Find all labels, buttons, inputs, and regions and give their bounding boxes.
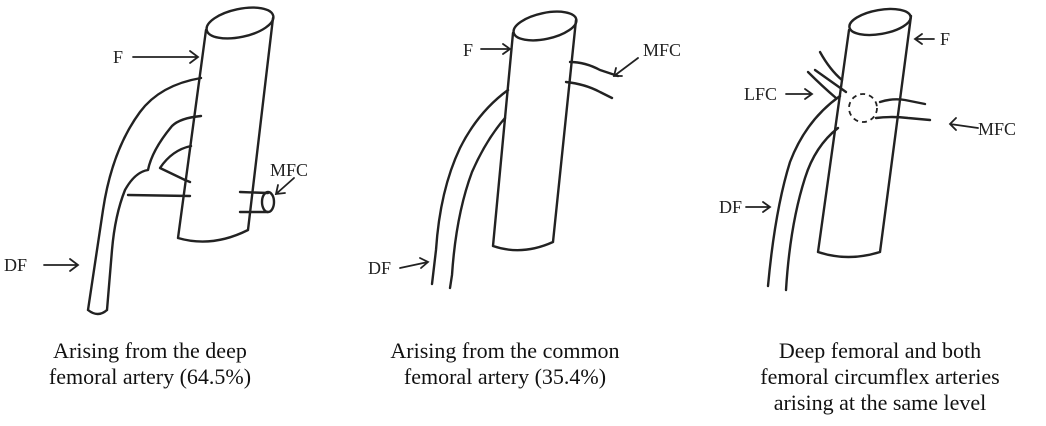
panel-3-caption-line: Deep femoral and both xyxy=(730,338,1030,364)
panel-3-caption-line: arising at the same level xyxy=(730,390,1030,416)
panel-3-common-origin-circle xyxy=(849,94,877,122)
panel-2-femoral-artery xyxy=(493,20,576,250)
panel-1-label-mfc: MFC xyxy=(270,160,308,180)
panel-2-femoral-artery-top xyxy=(511,7,579,46)
panel-3-caption-line: femoral circumflex arteries xyxy=(730,364,1030,390)
panel-3-lfc-arrow xyxy=(786,89,812,99)
panel-1-label-f: F xyxy=(113,47,123,67)
panel-2-df-arrow xyxy=(400,258,428,268)
panel-3-caption: Deep femoral and both femoral circumflex… xyxy=(730,338,1030,416)
panel-3-femoral-artery xyxy=(818,16,911,257)
panel-3-label-df: DF xyxy=(719,197,742,217)
panel-1-femoral-artery-top xyxy=(204,2,276,44)
panel-2-caption-line: femoral artery (35.4%) xyxy=(365,364,645,390)
panel-3-drawing: F LFC MFC DF xyxy=(719,5,1016,290)
panel-1-mfc-arrow xyxy=(276,178,294,194)
panel-2-caption: Arising from the common femoral artery (… xyxy=(365,338,645,390)
panel-3-femoral-artery-top xyxy=(847,5,912,39)
panel-2-medial-circumflex-branch xyxy=(566,62,618,98)
panel-1-label-df: DF xyxy=(4,255,27,275)
panel-1-femoral-artery xyxy=(178,18,273,242)
panel-3-label-f: F xyxy=(940,29,950,49)
panel-2-deep-femoral-artery xyxy=(432,90,508,288)
panel-1-caption: Arising from the deep femoral artery (64… xyxy=(20,338,280,390)
panel-2-mfc-arrow xyxy=(614,58,638,76)
panel-1-caption-line: femoral artery (64.5%) xyxy=(20,364,280,390)
panel-1-f-arrow xyxy=(133,51,198,63)
panel-1-drawing: F MFC DF xyxy=(4,2,308,314)
panel-3-label-mfc: MFC xyxy=(978,119,1016,139)
panel-1-df-arrow xyxy=(44,259,78,271)
panel-2-label-df: DF xyxy=(368,258,391,278)
panel-2-caption-line: Arising from the common xyxy=(365,338,645,364)
panel-3-f-arrow xyxy=(915,34,934,44)
panel-1-mfc-cut-end xyxy=(262,192,274,212)
panel-3-label-lfc: LFC xyxy=(744,84,777,104)
panel-2-drawing: F MFC DF xyxy=(368,7,681,288)
panel-3-df-arrow xyxy=(746,202,770,212)
panel-1-medial-circumflex-branch xyxy=(128,180,268,212)
panel-3-deep-femoral-artery xyxy=(768,96,840,290)
panel-2-label-f: F xyxy=(463,40,473,60)
panel-2-label-mfc: MFC xyxy=(643,40,681,60)
panel-1-caption-line: Arising from the deep xyxy=(20,338,280,364)
panel-3-mfc-arrow xyxy=(950,118,978,130)
panel-3-medial-circumflex-branch xyxy=(876,99,930,120)
panel-2-f-arrow xyxy=(481,44,510,54)
